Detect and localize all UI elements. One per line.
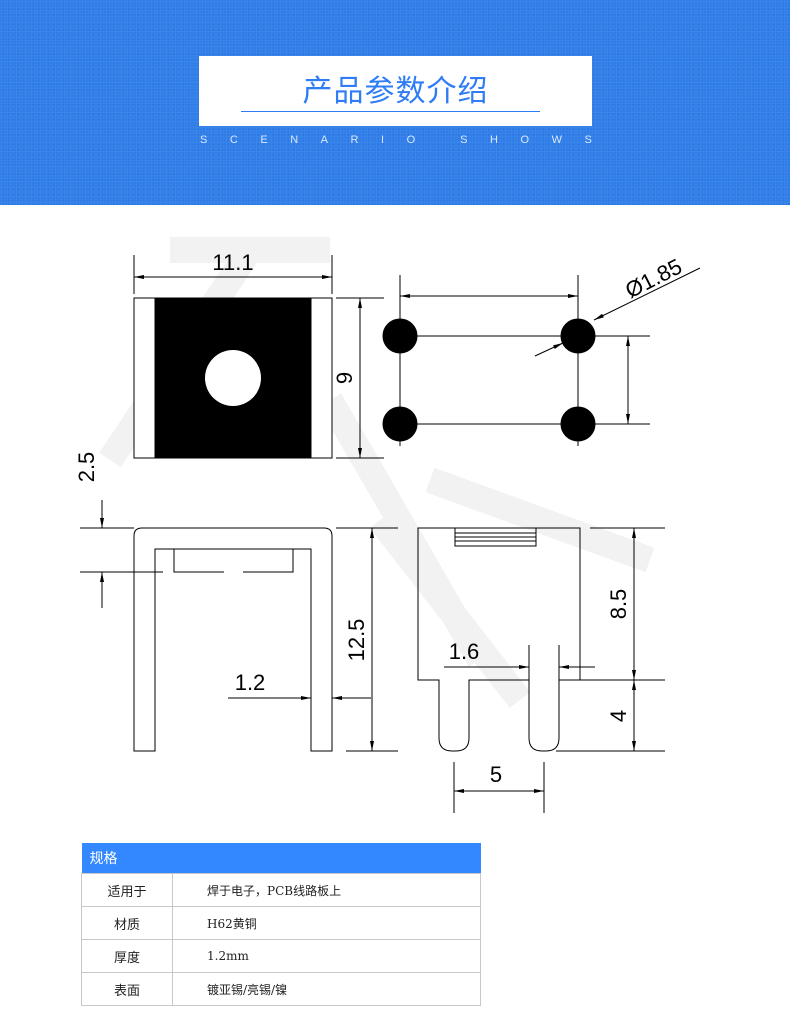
spec-table-header: 规格 [81, 843, 481, 874]
table-row: 适用于焊于电子，PCB线路板上 [81, 873, 481, 907]
subtitle-letter: C [229, 134, 238, 146]
table-row: 表面镀亚锡/亮锡/镍 [81, 972, 481, 1006]
spec-key: 厚度 [81, 939, 173, 973]
label-pin-length: 4 [606, 710, 631, 722]
spec-value: H62黄铜 [172, 906, 481, 940]
subtitle-letter: E [260, 134, 268, 146]
subtitle-letter: S [460, 134, 468, 146]
dim-pin-spacing [453, 762, 545, 813]
subtitle-letter: S [584, 134, 592, 146]
top-view-plate [133, 297, 333, 459]
dim-width-top [133, 255, 333, 294]
spec-key: 表面 [81, 972, 173, 1006]
front-view-body [417, 527, 581, 752]
dim-total-height [336, 527, 398, 752]
label-pin-diameter: Ø1.85 [621, 254, 686, 303]
label-offset: 2.5 [74, 452, 99, 483]
pin-layout-view [382, 275, 650, 446]
label-pin-width: 1.6 [449, 639, 480, 664]
page-title: 产品参数介绍 [302, 74, 489, 109]
subtitle-letter: O [520, 134, 530, 146]
spec-key: 适用于 [81, 873, 173, 907]
title-box: 产品参数介绍 [199, 56, 592, 126]
spec-value: 镀亚锡/亮锡/镍 [172, 972, 481, 1006]
label-pin-spacing: 5 [490, 762, 502, 787]
spec-value: 焊于电子，PCB线路板上 [172, 873, 481, 907]
dim-pin-width [444, 645, 595, 680]
subtitle-letter: O [406, 134, 416, 146]
dim-pin-diameter [534, 267, 701, 357]
spec-value: 1.2mm [172, 939, 481, 973]
subtitle-letter: N [290, 134, 299, 146]
subtitle-letter: H [490, 134, 498, 146]
label-total-height: 12.5 [344, 619, 369, 662]
title-underline [241, 111, 540, 112]
dim-height-top [336, 297, 384, 459]
label-thickness: 1.2 [235, 670, 266, 695]
spec-key: 材质 [81, 906, 173, 940]
technical-drawing: 11.1 9 Ø1.85 2.5 12.5 1.2 1.6 8.5 4 5 [74, 237, 701, 813]
label-height-top: 9 [332, 372, 357, 384]
subtitle-letter: A [320, 134, 328, 146]
subtitle-letter: S [200, 134, 208, 146]
dim-body-height [556, 527, 665, 752]
subtitle-letter: R [350, 134, 359, 146]
label-body-height: 8.5 [606, 589, 631, 620]
subtitle-letter: W [551, 134, 562, 146]
subtitle-letter: I [380, 134, 385, 146]
side-view-u [80, 527, 333, 752]
label-width-top: 11.1 [212, 250, 253, 275]
